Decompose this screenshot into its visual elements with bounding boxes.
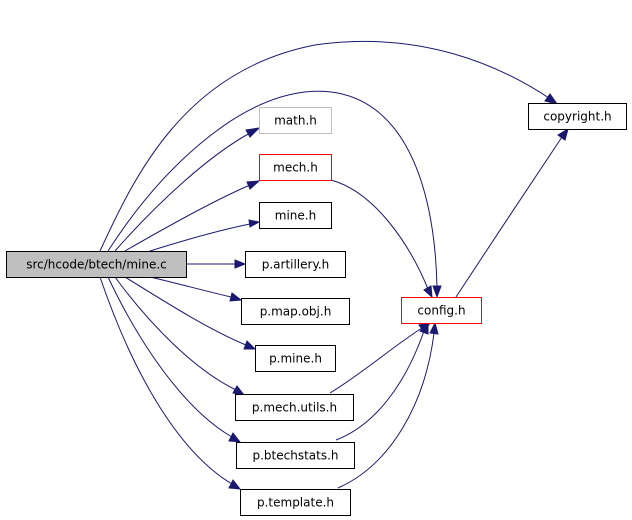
node-p-mine-h[interactable]: p.mine.h <box>255 345 336 372</box>
node-box <box>245 251 346 278</box>
node-label: mine.h <box>275 209 316 223</box>
arrowhead-icon <box>232 385 246 396</box>
arrowhead-icon <box>423 285 433 299</box>
edge-mine-c-to-p-mech-utils-h <box>114 276 237 391</box>
arrowhead-icon <box>246 180 261 190</box>
node-box <box>528 103 627 130</box>
node-label: p.mech.utils.h <box>252 401 337 415</box>
arrowhead-icon <box>234 259 247 269</box>
edge-p-btechstats-h-to-config-h <box>335 330 425 441</box>
node-p-map-obj-h[interactable]: p.map.obj.h <box>241 298 350 325</box>
edge-mine-c-to-p-template-h <box>99 276 233 485</box>
node-box <box>401 297 482 324</box>
edge-mine-c-to-mech-h <box>124 184 251 252</box>
arrowhead-icon <box>432 285 442 299</box>
node-label: src/hcode/btech/mine.c <box>26 258 167 272</box>
arrowhead-icon <box>429 321 439 335</box>
node-label: p.artillery.h <box>262 258 330 272</box>
node-label: p.map.obj.h <box>260 305 332 319</box>
node-copyright-h[interactable]: copyright.h <box>528 103 627 130</box>
edge-p-template-h-to-config-h <box>337 332 435 489</box>
node-mine-c[interactable]: src/hcode/btech/mine.c <box>6 251 187 278</box>
node-box <box>240 489 351 516</box>
node-mech-h[interactable]: mech.h <box>259 154 332 181</box>
node-box <box>255 345 336 372</box>
edge-mine-c-to-p-map-obj-h <box>149 276 232 298</box>
edge-mine-c-to-mine-h <box>149 223 251 252</box>
arrowhead-icon <box>228 479 242 490</box>
arrowhead-icon <box>419 321 429 335</box>
node-mine-h[interactable]: mine.h <box>259 202 332 229</box>
node-p-template-h[interactable]: p.template.h <box>240 489 351 516</box>
node-label: p.template.h <box>257 496 334 510</box>
edge-mech-h-to-config-h <box>330 179 429 290</box>
node-label: copyright.h <box>543 110 611 124</box>
node-box <box>259 154 332 181</box>
nodes-layer: src/hcode/btech/mine.c math.h mech.h mine.h… <box>6 103 627 516</box>
node-label: math.h <box>274 114 317 128</box>
arrowhead-icon <box>557 127 569 141</box>
edge-mine-c-to-p-btechstats-h <box>107 276 233 438</box>
node-p-btechstats-h[interactable]: p.btechstats.h <box>236 442 355 469</box>
node-box <box>235 394 354 421</box>
arrowhead-icon <box>544 93 559 105</box>
node-config-h[interactable]: config.h <box>401 297 482 324</box>
arrowhead-icon <box>243 340 257 350</box>
arrowhead-icon <box>228 432 242 443</box>
node-p-mech-utils-h[interactable]: p.mech.utils.h <box>235 394 354 421</box>
node-label: p.mine.h <box>269 352 322 366</box>
edge-mine-c-to-config-h <box>107 90 438 289</box>
node-box <box>259 107 332 134</box>
edge-mine-c-to-copyright-h <box>99 40 553 252</box>
node-label: mech.h <box>273 161 318 175</box>
arrowhead-icon <box>229 292 243 302</box>
arrowhead-icon <box>248 219 261 228</box>
node-box <box>241 298 350 325</box>
edge-mine-c-to-p-mine-h <box>124 276 247 346</box>
node-label: p.btechstats.h <box>252 449 338 463</box>
node-p-artillery-h[interactable]: p.artillery.h <box>245 251 346 278</box>
arrowhead-icon <box>245 127 261 138</box>
edge-config-h-to-copyright-h <box>455 136 563 298</box>
node-box <box>236 442 355 469</box>
node-math-h[interactable]: math.h <box>259 107 332 134</box>
node-label: config.h <box>417 304 465 318</box>
edge-mine-c-to-math-h <box>114 132 251 252</box>
node-box <box>259 202 332 229</box>
edges-layer <box>99 40 569 490</box>
edge-p-mech-utils-h-to-config-h <box>329 327 423 394</box>
node-box <box>6 251 187 278</box>
